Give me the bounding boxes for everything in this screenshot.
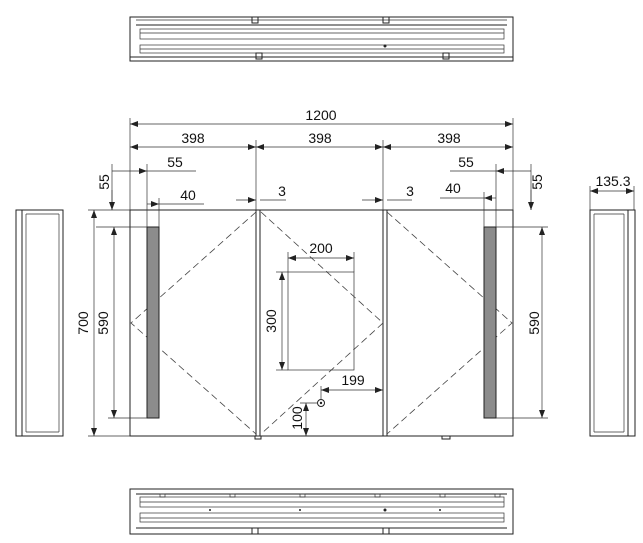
- dim-overall-height: 700: [75, 311, 91, 335]
- dim-right-gap: 3: [406, 183, 414, 199]
- dim-socket-x: 199: [341, 372, 365, 388]
- dim-door-width-left: 398: [181, 130, 205, 146]
- right-led-strip: [483, 226, 497, 419]
- right-door-swing-lines: [386, 211, 513, 435]
- dim-left-gap: 3: [278, 183, 286, 199]
- right-side-view: [589, 209, 636, 437]
- left-door-swing-lines: [130, 211, 257, 435]
- dimension-lines: [88, 118, 635, 437]
- left-side-view: [15, 209, 64, 437]
- bottom-view: [129, 488, 514, 535]
- dim-compartment-height: 300: [263, 309, 279, 333]
- dim-socket-y: 100: [289, 406, 305, 430]
- dim-left-strip-width: 40: [180, 187, 196, 203]
- dim-compartment-width: 200: [309, 240, 333, 256]
- dim-door-width-right: 398: [437, 130, 461, 146]
- dim-right-top-offset: 55: [529, 174, 545, 190]
- left-led-strip: [146, 226, 160, 419]
- front-view: [129, 209, 514, 440]
- inner-compartment: [287, 271, 355, 371]
- dim-overall-width: 1200: [305, 107, 336, 123]
- dim-right-strip-offset: 55: [458, 154, 474, 170]
- dim-left-top-offset: 55: [96, 174, 112, 190]
- dimension-labels: 1200 398 398 398 55 55 40 3 3 55 55 40 1…: [75, 107, 631, 430]
- dim-right-strip-width: 40: [445, 180, 461, 196]
- dim-door-width-center: 398: [308, 130, 332, 146]
- dim-left-strip-height: 590: [95, 311, 111, 335]
- dim-right-strip-height: 590: [526, 311, 542, 335]
- top-view: [129, 16, 514, 62]
- dim-depth: 135.3: [595, 173, 630, 189]
- dim-left-strip-offset: 55: [167, 154, 183, 170]
